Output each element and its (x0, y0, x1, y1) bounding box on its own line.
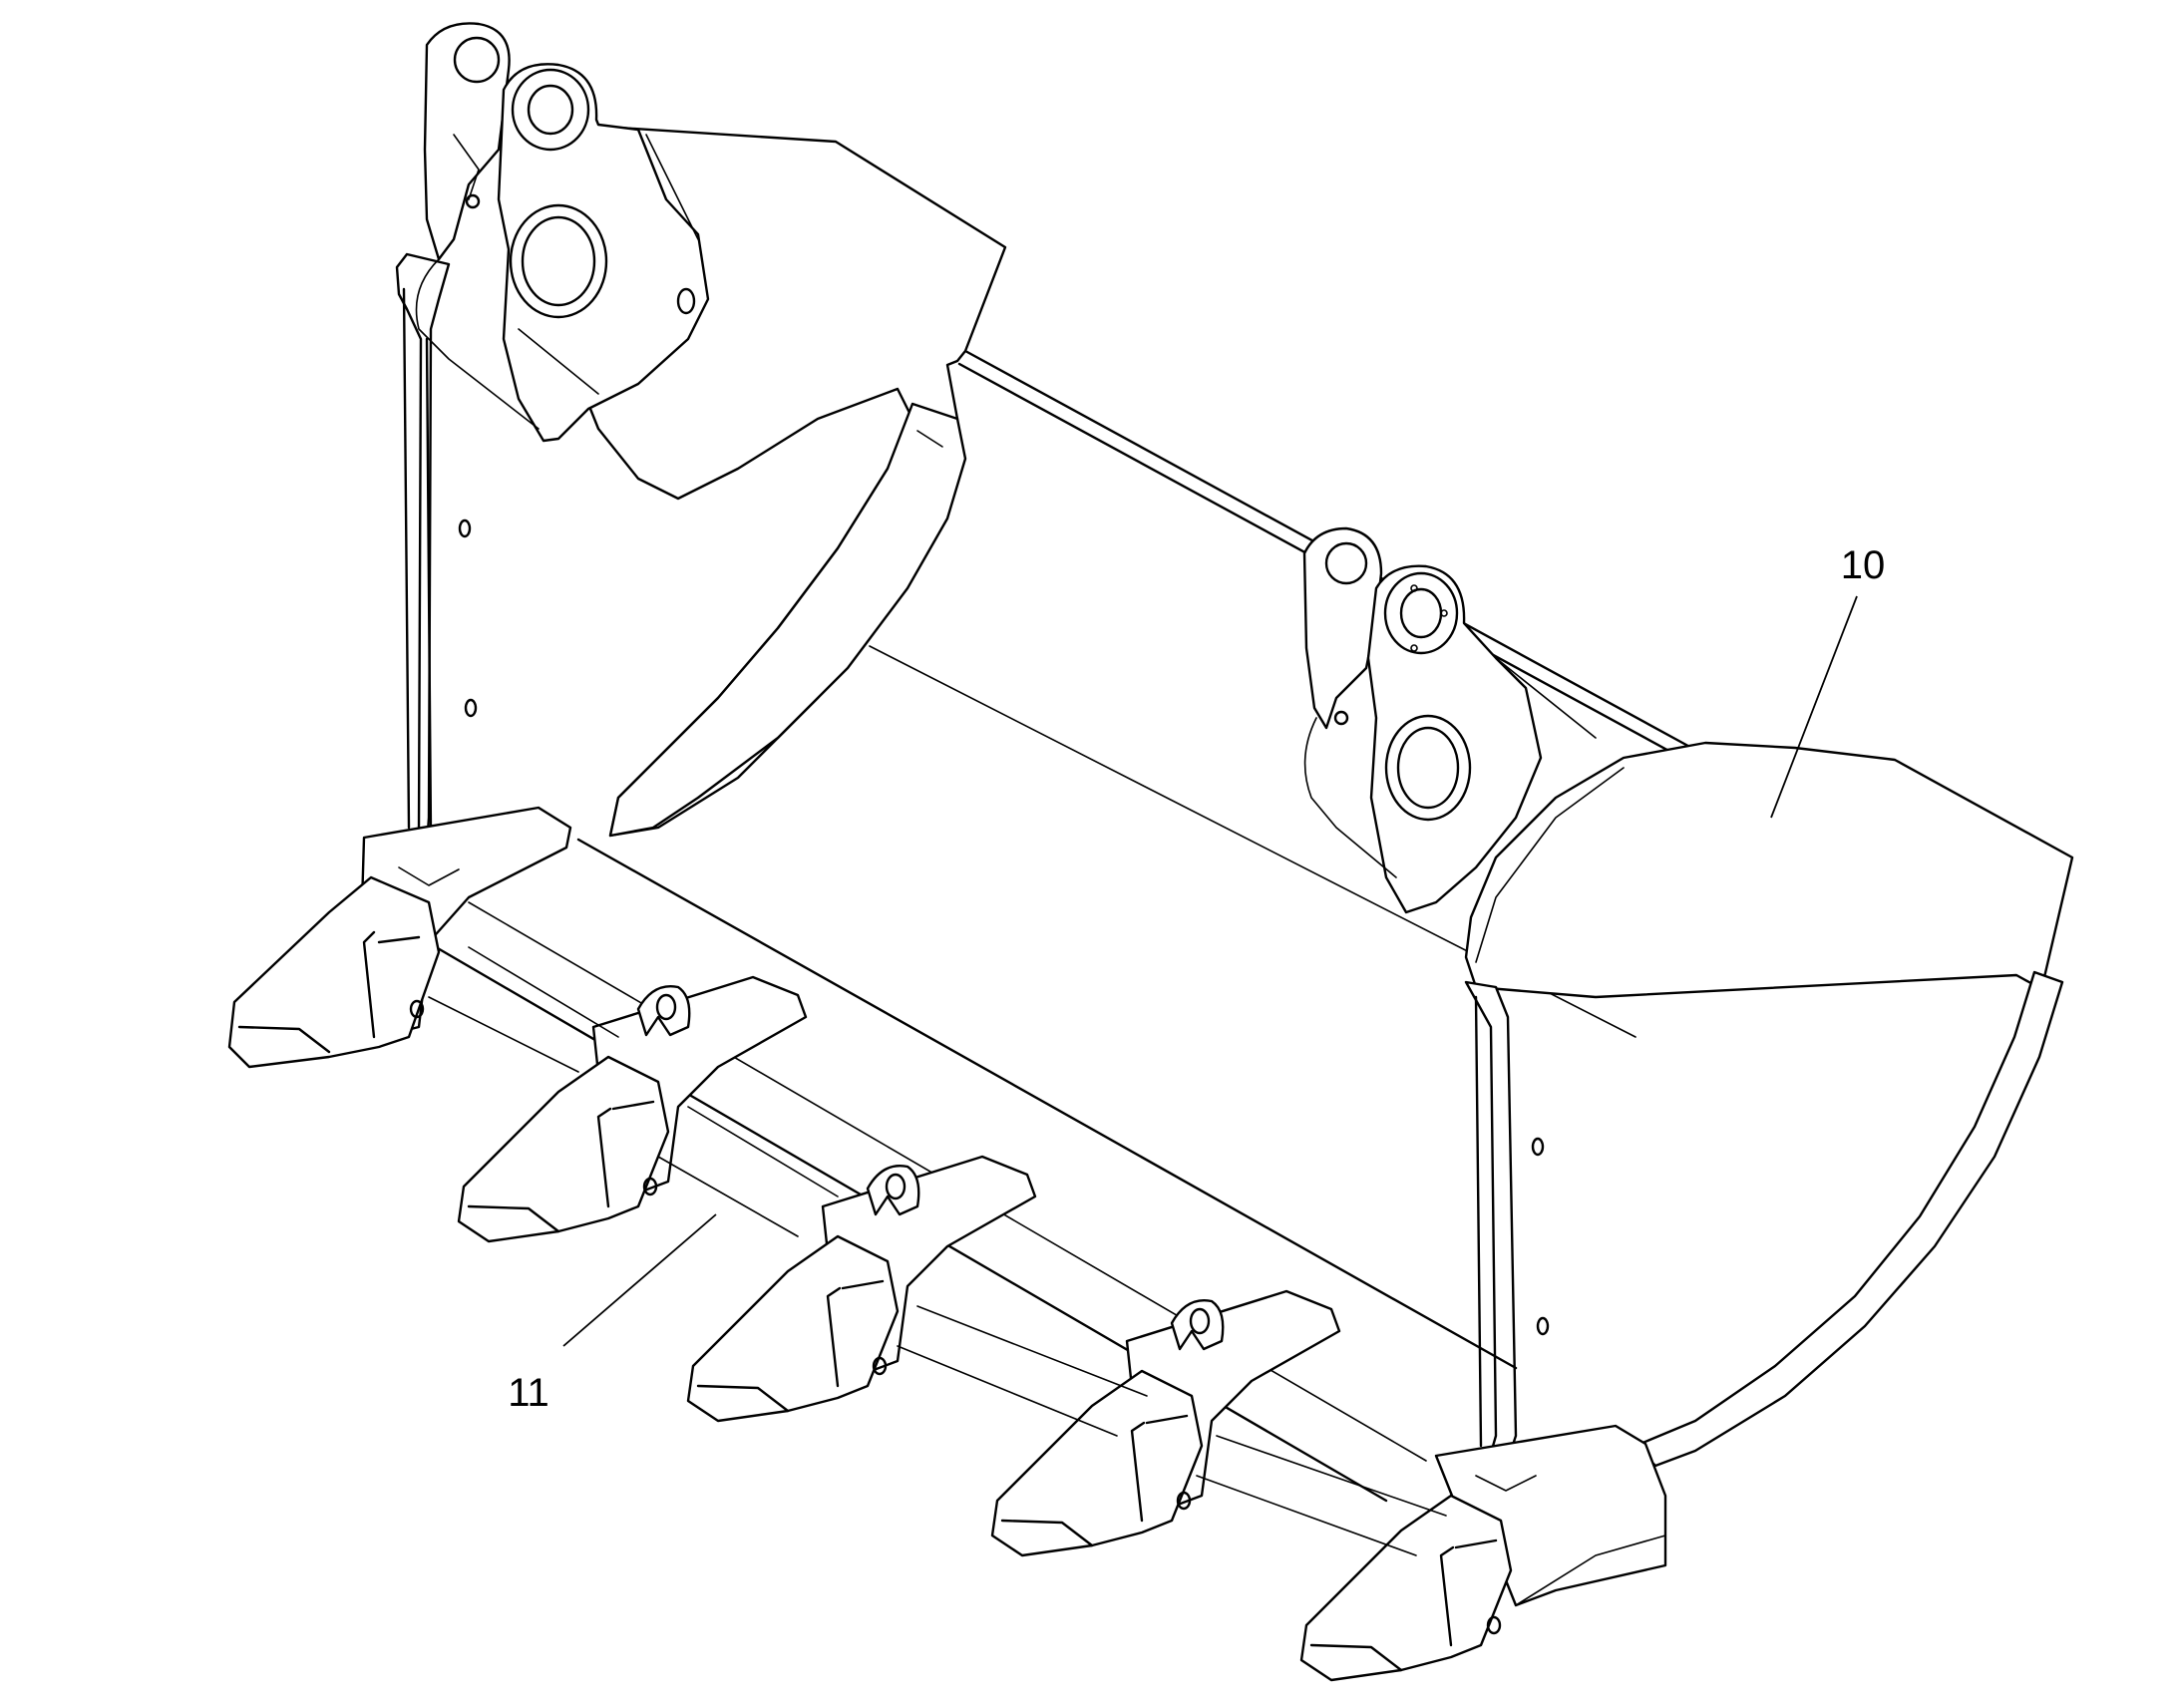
tooth-3 (686, 1155, 1037, 1423)
callout-10: 10 (1770, 543, 1886, 819)
callout-label-11: 11 (508, 1371, 549, 1415)
right-rib-plate (1464, 980, 1550, 1473)
hole-icon (1531, 1137, 1545, 1157)
bucket-teeth (227, 806, 1667, 1682)
leader-line (1770, 595, 1858, 819)
hole-icon (464, 698, 478, 718)
callout-label-10: 10 (1841, 543, 1886, 587)
right-side-plate (1464, 741, 2074, 1468)
tooth-4 (990, 1289, 1341, 1557)
right-mounting-bracket (1302, 526, 1597, 914)
tooth-2 (457, 975, 808, 1243)
edge-segments (428, 946, 1447, 1556)
left-mounting-bracket (415, 22, 710, 443)
callout-11: 11 (508, 1213, 717, 1415)
tooth-1 (227, 806, 572, 1069)
tooth-5 (1299, 1424, 1667, 1682)
leader-line (562, 1213, 717, 1347)
left-rib-plate (395, 252, 478, 859)
hole-icon (1536, 1316, 1550, 1336)
hole-icon (458, 518, 472, 538)
